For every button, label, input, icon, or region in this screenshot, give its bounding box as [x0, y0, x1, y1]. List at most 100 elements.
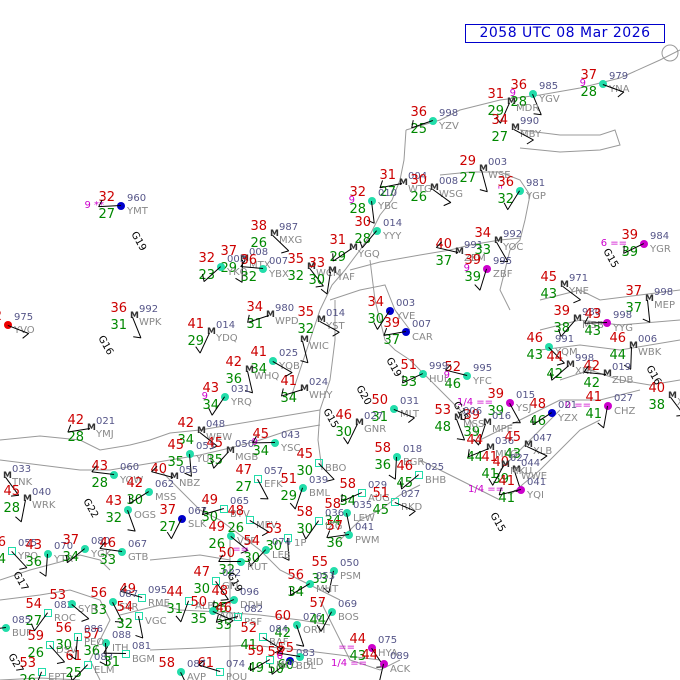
dewpoint-value: 37 [435, 254, 452, 269]
station-id-label: MSB [582, 320, 604, 331]
temperature-value: 40 [648, 381, 665, 396]
pressure-value: 036 [325, 508, 345, 519]
pressure-value: 006 [638, 334, 658, 345]
temperature-value: 59 [27, 629, 44, 644]
sky-cover-icon [380, 660, 388, 668]
temperature-value: 45 [504, 430, 521, 445]
pressure-value: 043 [281, 430, 301, 441]
sky-cover-icon [463, 372, 471, 380]
station-id-label: HYA [378, 648, 398, 659]
temperature-value: 56 [287, 568, 304, 583]
weather-symbol: 9 ** [84, 200, 104, 211]
station-id-label: GFL [222, 581, 242, 592]
station-id-label: MPO [276, 660, 299, 671]
temperature-value: 46 [396, 459, 413, 474]
sky-cover-icon [259, 633, 267, 641]
dewpoint-value: 30 [243, 551, 260, 566]
temperature-value: 53 [265, 522, 282, 537]
temperature-value: 32 [198, 251, 215, 266]
dewpoint-value: 28 [349, 202, 366, 217]
pressure-value: 995 [493, 256, 513, 267]
pressure-value: 019 [612, 362, 632, 373]
dewpoint-value: 37 [625, 301, 642, 316]
temperature-value: 57 [83, 627, 100, 642]
pressure-value: 007 [412, 319, 432, 330]
pressure-value: 039 [309, 475, 329, 486]
missing-sky-icon: M [483, 418, 492, 428]
pressure-value: 031 [400, 396, 420, 407]
pressure-value: 025 [425, 462, 445, 473]
station-id-label: YFC [473, 376, 492, 387]
dewpoint-value: 26 [250, 236, 267, 251]
temperature-value: 42 [583, 359, 600, 374]
pressure-value: 995 [473, 363, 493, 374]
temperature-value: 39 [553, 304, 570, 319]
temperature-value: 36 [240, 253, 257, 268]
dewpoint-value: 27 [235, 480, 252, 495]
pressure-value: 980 [275, 303, 295, 314]
sky-cover-icon [429, 117, 437, 125]
pressure-value: 083 [296, 648, 316, 659]
dewpoint-value: 32 [218, 563, 235, 578]
pressure-value: 082 [54, 600, 74, 611]
temperature-value: 51 [372, 486, 389, 501]
sky-cover-icon [299, 484, 307, 492]
sky-cover-icon [306, 580, 314, 588]
temperature-value: 2 [0, 310, 2, 323]
temperature-value: 53 [434, 403, 451, 418]
temperature-value: 39 [621, 228, 638, 243]
pressure-value: 031 [231, 384, 251, 395]
pressure-value: 010 [378, 188, 398, 199]
sky-cover-icon [230, 596, 238, 604]
temperature-value: 44 [361, 648, 378, 663]
pressure-value: 050 [235, 439, 255, 450]
station-id-label: MSS [463, 419, 485, 430]
temperature-value: 57 [326, 519, 343, 534]
dewpoint-value: 32 [240, 270, 257, 285]
sky-cover-icon [44, 550, 52, 558]
dewpoint-value: 44 [309, 613, 326, 628]
station-id-label: MEP [654, 300, 675, 311]
dewpoint-value: 33 [400, 375, 417, 390]
dewpoint-value: 30 [335, 425, 352, 440]
station-id-label: BHB [425, 475, 447, 486]
station-id-label: BDL [296, 661, 317, 672]
dewpoint-value: 28 [580, 85, 597, 100]
dewpoint-value: 31 [166, 602, 183, 617]
dewpoint-value: 31 [103, 655, 120, 670]
missing-sky-icon: M [207, 327, 216, 337]
dewpoint-value: 43 [540, 287, 557, 302]
missing-sky-icon: M [355, 418, 364, 428]
missing-sky-icon: M [300, 335, 309, 345]
pressure-value: 081 [132, 641, 152, 652]
missing-sky-icon: M [130, 311, 139, 321]
station-id-label: PWM [355, 535, 380, 546]
station-id-label: YGR [650, 244, 671, 255]
station-id-label: BGR [403, 457, 425, 468]
station-id-label: XMY [677, 398, 680, 408]
missing-sky-icon: M [300, 384, 309, 394]
station-id-label: YRQ [231, 397, 252, 408]
sky-cover-icon [483, 265, 491, 273]
missing-sky-icon: M [245, 365, 254, 375]
pressure-value: 004 [408, 171, 428, 182]
station-id-label: YKQ [227, 267, 248, 278]
pressure-value: 027 [510, 453, 530, 464]
temperature-value: 36 [110, 301, 127, 316]
station-id-label: WTG [408, 184, 432, 195]
temperature-value: 58 [296, 505, 313, 520]
temperature-value: 42 [67, 413, 84, 428]
station-id-label: YQB [279, 361, 300, 372]
temperature-value: 40 [492, 455, 509, 470]
temperature-value: 59 [247, 644, 264, 659]
pressure-value: 960 [127, 193, 147, 204]
pressure-value: 014 [326, 308, 346, 319]
missing-sky-icon: M [399, 178, 408, 188]
station-id-label: AQW [219, 611, 244, 622]
dewpoint-value: 42 [583, 376, 600, 391]
sky-cover-icon [328, 608, 336, 616]
dewpoint-value: 42 [274, 626, 291, 641]
pressure-value: 990 [520, 116, 540, 127]
station-id-label: LEB [272, 550, 291, 561]
